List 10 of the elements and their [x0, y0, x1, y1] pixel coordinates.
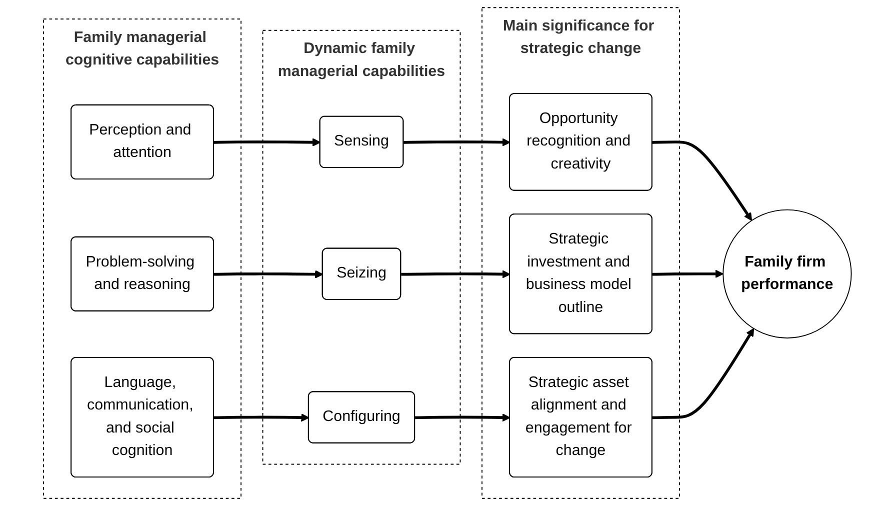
- arrow: [214, 138, 321, 146]
- arrow: [404, 138, 510, 146]
- arrow: [214, 270, 324, 278]
- arrow: [652, 140, 752, 221]
- arrow: [214, 413, 310, 422]
- node-circle: Family firm performance: [722, 209, 852, 338]
- arrow: [401, 270, 510, 278]
- arrow: [652, 270, 724, 278]
- arrow: [652, 328, 754, 420]
- arrow: [415, 413, 510, 422]
